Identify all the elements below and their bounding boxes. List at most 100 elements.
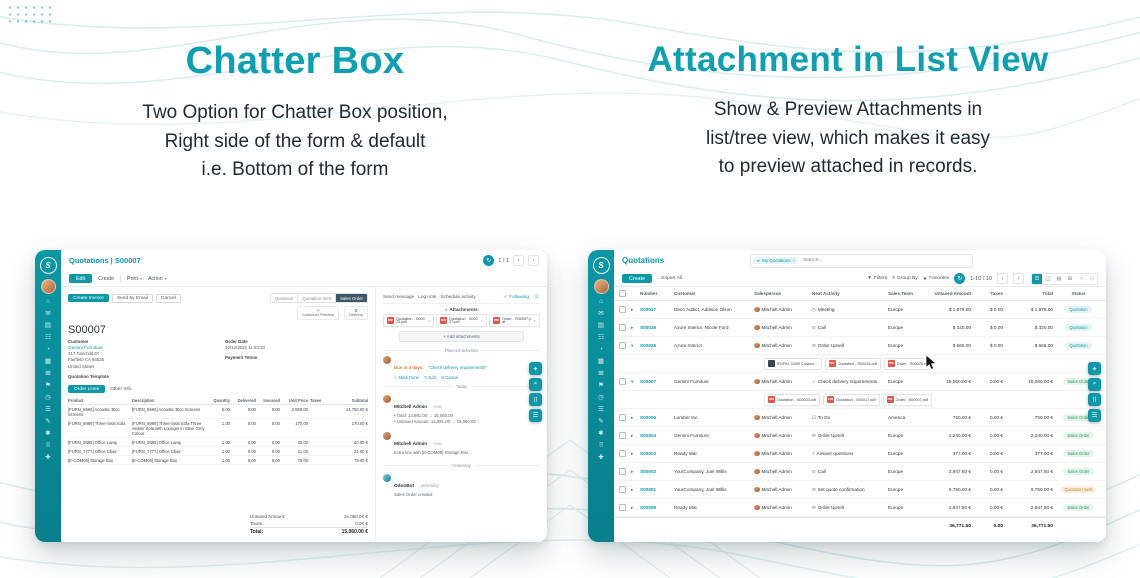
quotation-number[interactable]: S00006 (640, 415, 657, 420)
attachment-chip[interactable]: PDF Order - S00007.pdf (882, 393, 933, 406)
crm-icon[interactable]: ◔ (46, 346, 50, 353)
message-author[interactable]: Mitchell Admin (394, 440, 428, 446)
send-by-email-button[interactable]: Send by Email (111, 293, 153, 303)
expand-attachments-icon[interactable]: ▾ (631, 342, 634, 348)
send-message-button[interactable]: Send message (383, 294, 415, 299)
status-quotation[interactable]: Quotation (270, 294, 298, 302)
more-icon[interactable]: ✚ (598, 454, 604, 461)
brand-logo[interactable]: S (592, 257, 610, 274)
search-bar[interactable]: ▼ My Quotations × (749, 253, 973, 268)
message-author[interactable]: OdooBot (394, 482, 415, 488)
export-all-button[interactable]: ↓ Export All (657, 276, 682, 281)
pager-next-icon[interactable]: › (1013, 273, 1024, 284)
pager-next-icon[interactable]: › (528, 255, 539, 266)
status-sales-order[interactable]: Sales Order (335, 294, 367, 302)
row-checkbox[interactable] (619, 432, 626, 439)
table-row[interactable]: ▸ S00026 Azure Interior, Nicole Ford Mit… (614, 319, 1106, 337)
expand-attachments-icon[interactable]: ▸ (631, 306, 634, 312)
attachment-chip[interactable]: [FURN_0269] Custom... (764, 357, 822, 370)
more-icon[interactable]: ✚ (45, 454, 51, 461)
column-header[interactable]: Unit Price (288, 397, 308, 403)
discuss-icon[interactable]: ✉ (598, 310, 604, 317)
next-activity-cell[interactable]: ✉Order Upsell (812, 343, 888, 349)
quotation-number[interactable]: S00003 (640, 451, 657, 456)
discuss-icon[interactable]: ✉ (45, 310, 51, 317)
row-checkbox[interactable] (619, 342, 626, 349)
quotation-number[interactable]: S00025 (640, 343, 657, 348)
filters-button[interactable]: ▼ Filters (867, 276, 887, 281)
inventory-icon[interactable]: ☰ (45, 406, 51, 413)
order-line-row[interactable]: [FURN_8888] Office Lamp [FURN_8888] Offi… (68, 438, 368, 448)
cancel-button[interactable]: Cancel (155, 293, 181, 303)
apps-icon[interactable]: ⠿ (45, 442, 51, 449)
row-checkbox[interactable] (619, 378, 626, 385)
sync-button[interactable]: ↻ (954, 273, 966, 284)
column-header[interactable]: Sales Team (888, 291, 913, 296)
table-row[interactable]: ▸ S00003 Ready Mat Mitchell Admin ?Answe… (614, 445, 1106, 463)
column-header[interactable]: Next Activity (812, 291, 840, 296)
column-header[interactable]: Salesperson (754, 291, 782, 296)
activity-cancel-button[interactable]: ⊘Cancel (441, 375, 459, 380)
column-header[interactable]: Product (68, 397, 84, 403)
search-button[interactable]: ⌕ (529, 377, 542, 391)
table-row[interactable]: ▾ S00025 Azure Interior Mitchell Admin ✉… (614, 337, 1106, 355)
column-header[interactable]: Taxes (990, 291, 1003, 296)
column-header[interactable]: Quantity (213, 397, 230, 403)
calendar-icon[interactable]: ▤ (44, 322, 52, 329)
quotation-number[interactable]: S00004 (640, 433, 657, 438)
row-checkbox[interactable] (619, 450, 626, 457)
list-view-button[interactable]: ☰ (1032, 273, 1042, 284)
customer-preview-button[interactable]: ↗ Customer Preview (297, 306, 339, 321)
order-line-row[interactable]: [FURN_6666] Acoustic Bloc Screens [FURN_… (68, 405, 368, 420)
following-button[interactable]: ✓ Following (504, 294, 529, 300)
row-checkbox[interactable] (619, 306, 626, 313)
search-input[interactable] (801, 257, 969, 264)
message-author[interactable]: Mitchell Admin (394, 404, 428, 410)
dashboard-icon[interactable]: ⊞ (45, 370, 51, 377)
create-invoice-button[interactable]: Create Invoice (68, 294, 109, 302)
column-header[interactable]: Total (1042, 291, 1053, 296)
remove-attachment-icon[interactable]: × (427, 317, 430, 323)
next-activity-cell[interactable]: ✉Set quote confirmation (812, 487, 888, 493)
row-checkbox[interactable] (619, 324, 626, 331)
table-row[interactable]: ▸ S00006 Lumber Inc Mitchell Admin ☑To D… (614, 409, 1106, 427)
schedule-activity-button[interactable]: Schedule activity (440, 294, 476, 299)
accounting-icon[interactable]: ✎ (598, 418, 604, 425)
attachment-chip[interactable]: PDF Quotation - S00023.pdf × (383, 314, 434, 327)
expand-attachments-icon[interactable]: ▸ (631, 450, 634, 456)
follower-count-badge[interactable]: 2 (533, 293, 540, 300)
next-activity-cell[interactable]: ◷Meeting (812, 307, 888, 313)
column-header[interactable]: Number (640, 291, 658, 296)
timesheet-icon[interactable]: ◷ (45, 394, 51, 401)
tab-other-info[interactable]: Other Info (110, 386, 132, 392)
table-row[interactable]: ▸ S00027 Deco Addict, Addison Olson Mitc… (614, 301, 1106, 319)
add-attachments-button[interactable]: + Add attachments (399, 330, 524, 342)
next-activity-cell[interactable]: ✓Check delivery requirements (812, 379, 888, 385)
expand-attachments-icon[interactable]: ▸ (631, 432, 634, 438)
table-row[interactable]: ▸ S00002 YourCompany, Joel Willis Mitche… (614, 463, 1106, 481)
next-activity-cell[interactable]: ☑To Do (812, 415, 888, 421)
select-all-checkbox[interactable] (619, 290, 626, 297)
column-header[interactable]: Delivered (237, 397, 256, 403)
column-header[interactable]: Untaxed Amount (934, 291, 971, 296)
attachment-chip[interactable]: PDF Quotation - S00025.pdf (824, 357, 881, 370)
user-avatar[interactable] (40, 279, 56, 294)
remove-attachment-icon[interactable]: × (533, 317, 536, 323)
settings-icon[interactable]: ✱ (598, 430, 604, 437)
tab-order-lines[interactable]: Order Lines (68, 385, 106, 394)
search-button[interactable]: ⌕ (1088, 377, 1101, 391)
next-activity-cell[interactable]: ✉Order Upsell (812, 505, 888, 511)
next-activity-cell[interactable]: ✆Call (812, 469, 888, 475)
mark-done-button[interactable]: ✓Mark Done (394, 375, 419, 380)
create-button[interactable]: Create (98, 275, 115, 282)
home-icon[interactable]: ⌂ (599, 298, 603, 305)
print-menu[interactable]: Print ▾ (127, 276, 142, 282)
attachment-chip[interactable]: PDF Quotation - S00017.pdf × (436, 314, 487, 327)
group-by-button[interactable]: ≡ Group By (892, 276, 918, 281)
project-icon[interactable]: ⚑ (598, 382, 604, 389)
quotation-number[interactable]: S00027 (640, 307, 657, 312)
contacts-icon[interactable]: ☷ (598, 334, 604, 341)
sales-icon[interactable]: ▦ (597, 358, 605, 365)
bookmark-button[interactable]: ✦ (1088, 362, 1101, 375)
attachment-chip[interactable]: PDF Quotation - S00017.pdf (823, 393, 880, 406)
